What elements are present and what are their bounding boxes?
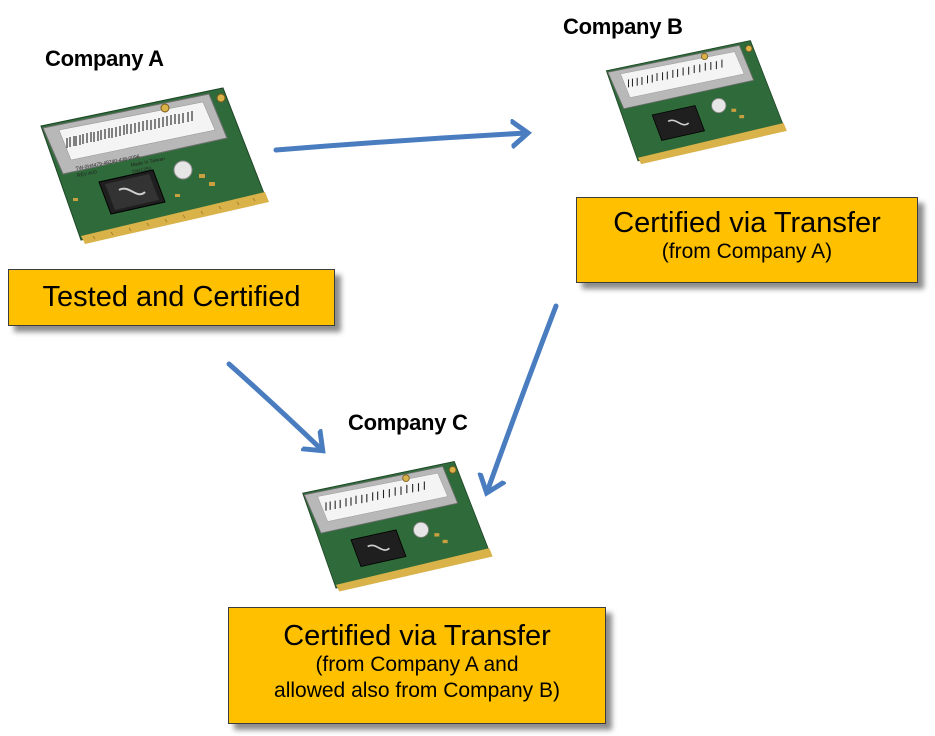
wireless-card-image-b bbox=[600, 30, 790, 170]
status-text-company-b: Certified via Transfer bbox=[613, 207, 881, 239]
status-detail-company-c-line2: allowed also from Company B) bbox=[274, 679, 560, 702]
company-c-label: Company C bbox=[348, 410, 468, 435]
status-text-company-c: Certified via Transfer bbox=[283, 620, 551, 652]
status-box-company-c: Certified via Transfer (from Company A a… bbox=[228, 607, 606, 724]
status-detail-company-b: (from Company A) bbox=[661, 240, 833, 263]
arrow-a-to-c bbox=[226, 361, 322, 450]
arrow-a-to-b bbox=[273, 133, 527, 153]
arrow-b-to-c bbox=[487, 303, 559, 492]
card-sticker-line4: DW1350 bbox=[132, 166, 152, 176]
status-box-company-b: Certified via Transfer (from Company A) bbox=[576, 197, 918, 283]
company-a-label: Company A bbox=[45, 46, 164, 71]
status-box-company-a: Tested and Certified bbox=[8, 269, 335, 326]
status-text-company-a: Tested and Certified bbox=[42, 281, 301, 313]
wireless-card-image-a: TW-0H4479-48240-436-0096 REV A00 Made in… bbox=[33, 78, 273, 248]
company-b-label: Company B bbox=[563, 14, 683, 39]
status-detail-company-c-line1: (from Company A and bbox=[315, 653, 519, 676]
card-sticker-line2: REV A00 bbox=[76, 169, 97, 179]
wireless-card-image-c bbox=[296, 450, 496, 598]
